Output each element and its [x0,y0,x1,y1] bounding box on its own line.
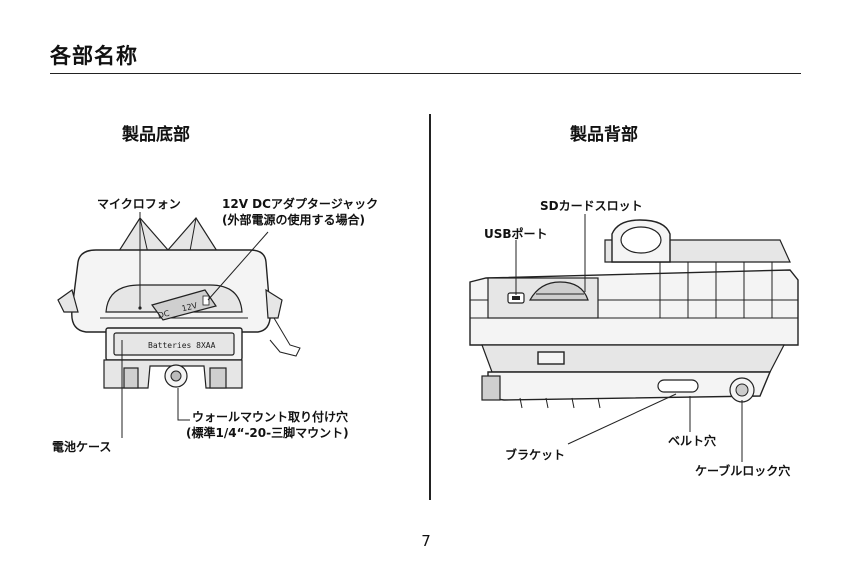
batteries-print: Batteries 8XAA [148,341,216,350]
cable-lock-label: ケーブルロック穴 [695,463,790,480]
bracket-label: ブラケット [505,447,565,464]
battery-case-label: 電池ケース [52,439,111,456]
dc-jack-label: 12V DCアダプタージャック [222,196,378,213]
belt-hole-label: ベルト穴 [668,433,716,450]
page-number: 7 [415,532,437,550]
wall-mount-label: ウォールマウント取り付け穴 [192,409,348,426]
camera-bottom-view: DC 12V Batteries 8XAA [58,218,300,388]
microphone-label: マイクロフォン [97,196,181,213]
wall-mount-note: (標準1/4“-20-三脚マウント) [186,425,349,442]
camera-back-view [470,220,798,408]
sd-slot-label: SDカードスロット [540,198,643,215]
usb-port-label: USBポート [484,226,548,243]
dc-jack-note: (外部電源の使用する場合) [222,212,365,229]
